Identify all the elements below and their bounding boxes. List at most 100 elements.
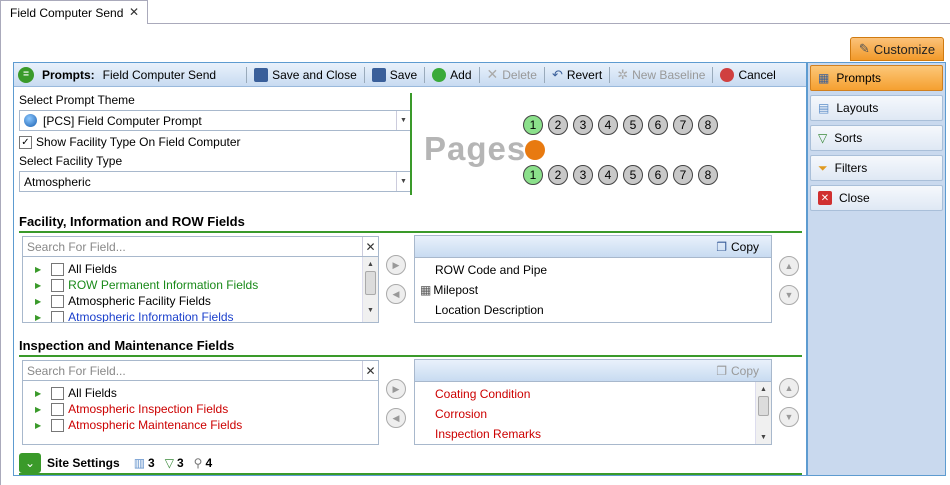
expand-icon[interactable]: ▶ (35, 280, 42, 290)
page-button-2[interactable]: 2 (548, 115, 568, 135)
save-button[interactable]: Save (369, 67, 420, 82)
save-and-close-button[interactable]: Save and Close (251, 67, 360, 82)
page-button-4[interactable]: 4 (598, 165, 618, 185)
list-item-label: Corrosion (435, 407, 488, 421)
clear-search-icon[interactable]: ✕ (362, 237, 378, 256)
customize-button[interactable]: ✎ Customize (850, 37, 944, 61)
tree-item-checkbox[interactable] (51, 262, 65, 276)
chevron-down-icon[interactable]: ▼ (396, 172, 410, 191)
sidebar-item-close[interactable]: ✕ Close (810, 185, 943, 211)
facility-type-select[interactable]: Atmospheric ▼ (19, 171, 411, 192)
delete-button[interactable]: ✕ Delete (484, 66, 540, 83)
page-button-1[interactable]: 1 (523, 165, 543, 185)
cancel-icon (720, 67, 735, 82)
sidebar-item-label: Prompts (836, 71, 882, 85)
cancel-button[interactable]: Cancel (717, 67, 778, 82)
new-baseline-button[interactable]: ✲ New Baseline (614, 67, 708, 83)
tree-item-checkbox[interactable] (51, 418, 65, 432)
expand-icon[interactable]: ▶ (35, 404, 42, 414)
page-button-8[interactable]: 8 (698, 115, 718, 135)
page-button-5[interactable]: 5 (623, 165, 643, 185)
move-down-icon[interactable]: ▼ (779, 285, 799, 305)
page-button-5[interactable]: 5 (623, 115, 643, 135)
tree-item-checkbox[interactable] (51, 402, 65, 416)
list-item[interactable]: Inspection Remarks (415, 424, 771, 444)
scrollbar[interactable]: ▲ ▼ (362, 257, 378, 322)
save-close-icon (254, 67, 269, 82)
expand-icon[interactable]: ▶ (35, 420, 42, 430)
list-item-label: Milepost (433, 283, 479, 297)
document-tab[interactable]: Field Computer Send ✕ (0, 0, 148, 24)
tree-item[interactable]: ▶Atmospheric Inspection Fields (23, 401, 378, 417)
sidebar-item-sorts[interactable]: ▽ Sorts (810, 125, 943, 151)
list-item[interactable]: Location Description (415, 300, 771, 320)
scroll-thumb[interactable] (758, 396, 769, 416)
collapse-icon[interactable]: = (18, 66, 34, 83)
tree-item[interactable]: ▶Atmospheric Information Fields (23, 309, 378, 322)
tree-item[interactable]: ▶All Fields (23, 261, 378, 277)
expand-site-settings-icon[interactable]: ⌄ (19, 453, 41, 473)
show-facility-checkbox[interactable]: ✓ (19, 135, 32, 149)
move-up-icon[interactable]: ▲ (779, 256, 799, 276)
move-right-icon[interactable]: ▶ (386, 379, 406, 399)
revert-button[interactable]: ↶ Revert (549, 67, 605, 83)
list-item[interactable]: Coating Condition (415, 384, 771, 404)
search-placeholder: Search For Field... (27, 363, 126, 378)
tree-item[interactable]: ▶Atmospheric Facility Fields (23, 293, 378, 309)
tree-item[interactable]: ▶ROW Permanent Information Fields (23, 277, 378, 293)
move-up-icon[interactable]: ▲ (779, 378, 799, 398)
expand-icon[interactable]: ▶ (35, 264, 42, 274)
customize-label: Customize (873, 41, 936, 57)
sidebar-item-label: Sorts (834, 131, 863, 145)
move-left-icon[interactable]: ◀ (386, 284, 406, 304)
page-button-1[interactable]: 1 (523, 115, 543, 135)
move-down-icon[interactable]: ▼ (779, 407, 799, 427)
page-button-6[interactable]: 6 (648, 165, 668, 185)
page-button-7[interactable]: 7 (673, 115, 693, 135)
prompt-theme-select[interactable]: [PCS] Field Computer Prompt ▼ (19, 110, 411, 131)
scrollbar[interactable]: ▲ ▼ (755, 382, 771, 444)
page-button-8[interactable]: 8 (698, 165, 718, 185)
tree-item-checkbox[interactable] (51, 294, 65, 308)
tree-item[interactable]: ▶All Fields (23, 385, 378, 401)
tree-item[interactable]: ▶Atmospheric Maintenance Fields (23, 417, 378, 433)
page-button-3[interactable]: 3 (573, 115, 593, 135)
close-tab-icon[interactable]: ✕ (128, 5, 139, 19)
expand-icon[interactable]: ▶ (35, 312, 42, 322)
copy-button[interactable]: ❐ Copy (415, 236, 771, 258)
scroll-down-icon[interactable]: ▼ (367, 306, 374, 314)
move-left-icon[interactable]: ◀ (386, 408, 406, 428)
list-item[interactable]: ROW Code and Pipe (415, 260, 771, 280)
inspection-field-search-input[interactable]: Search For Field... ✕ (23, 361, 378, 381)
page-button-3[interactable]: 3 (573, 165, 593, 185)
clear-search-icon[interactable]: ✕ (362, 361, 378, 380)
site-settings-label: Site Settings (47, 456, 120, 470)
move-right-icon[interactable]: ▶ (386, 255, 406, 275)
page-button-6[interactable]: 6 (648, 115, 668, 135)
copy-button[interactable]: ❐ Copy (415, 360, 771, 382)
expand-icon[interactable]: ▶ (35, 296, 42, 306)
scroll-up-icon[interactable]: ▲ (367, 260, 374, 268)
sidebar-item-layouts[interactable]: ▤ Layouts (810, 95, 943, 121)
page-button-7[interactable]: 7 (673, 165, 693, 185)
revert-label: Revert (566, 67, 603, 82)
scroll-thumb[interactable] (365, 271, 376, 295)
facility-field-search-input[interactable]: Search For Field... ✕ (23, 237, 378, 257)
tree-item-checkbox[interactable] (51, 386, 65, 400)
page-button-4[interactable]: 4 (598, 115, 618, 135)
chevron-down-icon[interactable]: ▼ (396, 111, 410, 130)
tree-item-checkbox[interactable] (51, 278, 65, 292)
expand-icon[interactable]: ▶ (35, 388, 42, 398)
tree-item-checkbox[interactable] (51, 310, 65, 322)
sidebar-item-prompts[interactable]: ▦ Prompts (810, 65, 943, 91)
add-icon (432, 67, 447, 82)
list-item[interactable]: Corrosion (415, 404, 771, 424)
scroll-down-icon[interactable]: ▼ (760, 433, 767, 441)
page-button-2[interactable]: 2 (548, 165, 568, 185)
scroll-up-icon[interactable]: ▲ (760, 385, 767, 393)
list-item[interactable]: ▦Milepost (415, 280, 771, 300)
prompt-theme-value: [PCS] Field Computer Prompt (43, 113, 202, 128)
copy-icon: ❐ (716, 239, 727, 254)
sidebar-item-filters[interactable]: ⏷ Filters (810, 155, 943, 181)
add-button[interactable]: Add (429, 67, 474, 82)
